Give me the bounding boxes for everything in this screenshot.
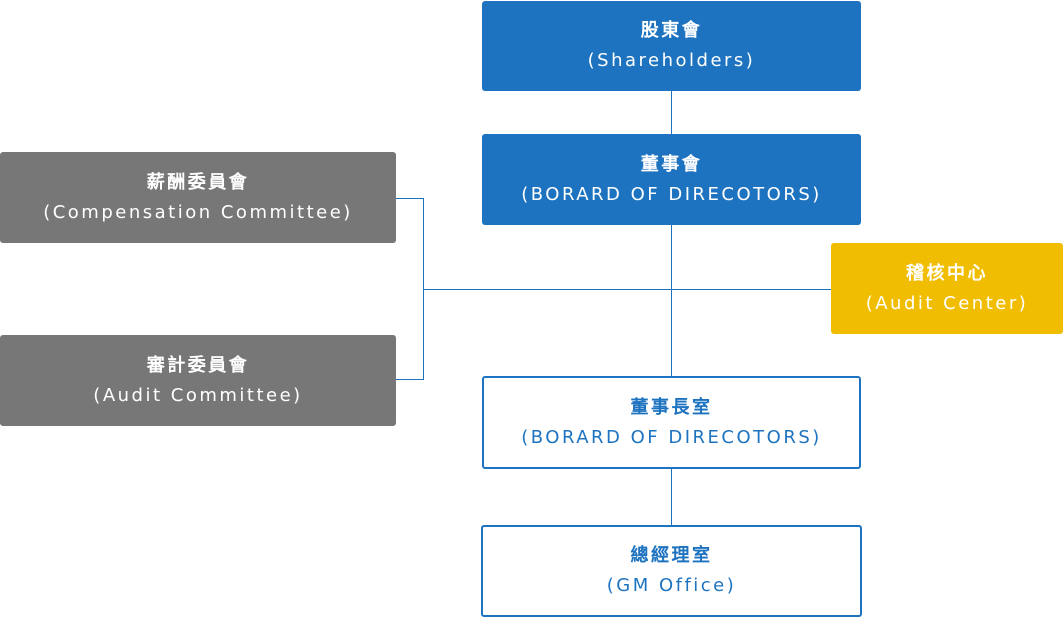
shareholders-en-label: (Shareholders) <box>587 50 756 71</box>
compensation-zh-label: 薪酬委員會 <box>146 171 250 193</box>
audit-committee-en-label: (Audit Committee) <box>93 384 303 406</box>
gm-office-zh-label: 總經理室 <box>630 545 713 566</box>
board-node: 董事會 (BORARD OF DIRECOTORS) <box>482 134 861 225</box>
board-en-label: (BORARD OF DIRECOTORS) <box>521 183 822 205</box>
audit-center-node: 稽核中心 (Audit Center) <box>831 243 1063 334</box>
gm-office-node: 總經理室 (GM Office) <box>481 525 862 617</box>
chairman-office-zh-label: 董事長室 <box>630 396 713 418</box>
audit-center-en-label: (Audit Center) <box>865 292 1029 314</box>
audit-committee-node: 審計委員會 (Audit Committee) <box>0 335 396 426</box>
audit-committee-zh-label: 審計委員會 <box>146 354 250 376</box>
compensation-committee-node: 薪酬委員會 (Compensation Committee) <box>0 152 396 243</box>
board-zh-label: 董事會 <box>640 153 703 175</box>
gm-office-en-label: (GM Office) <box>606 575 737 596</box>
audit-center-zh-label: 稽核中心 <box>906 262 988 284</box>
shareholders-zh-label: 股東會 <box>640 20 703 41</box>
compensation-en-label: (Compensation Committee) <box>43 201 353 223</box>
chairman-office-en-label: (BORARD OF DIRECOTORS) <box>521 426 822 448</box>
shareholders-node: 股東會 (Shareholders) <box>482 1 861 91</box>
chairman-office-node: 董事長室 (BORARD OF DIRECOTORS) <box>482 376 861 469</box>
